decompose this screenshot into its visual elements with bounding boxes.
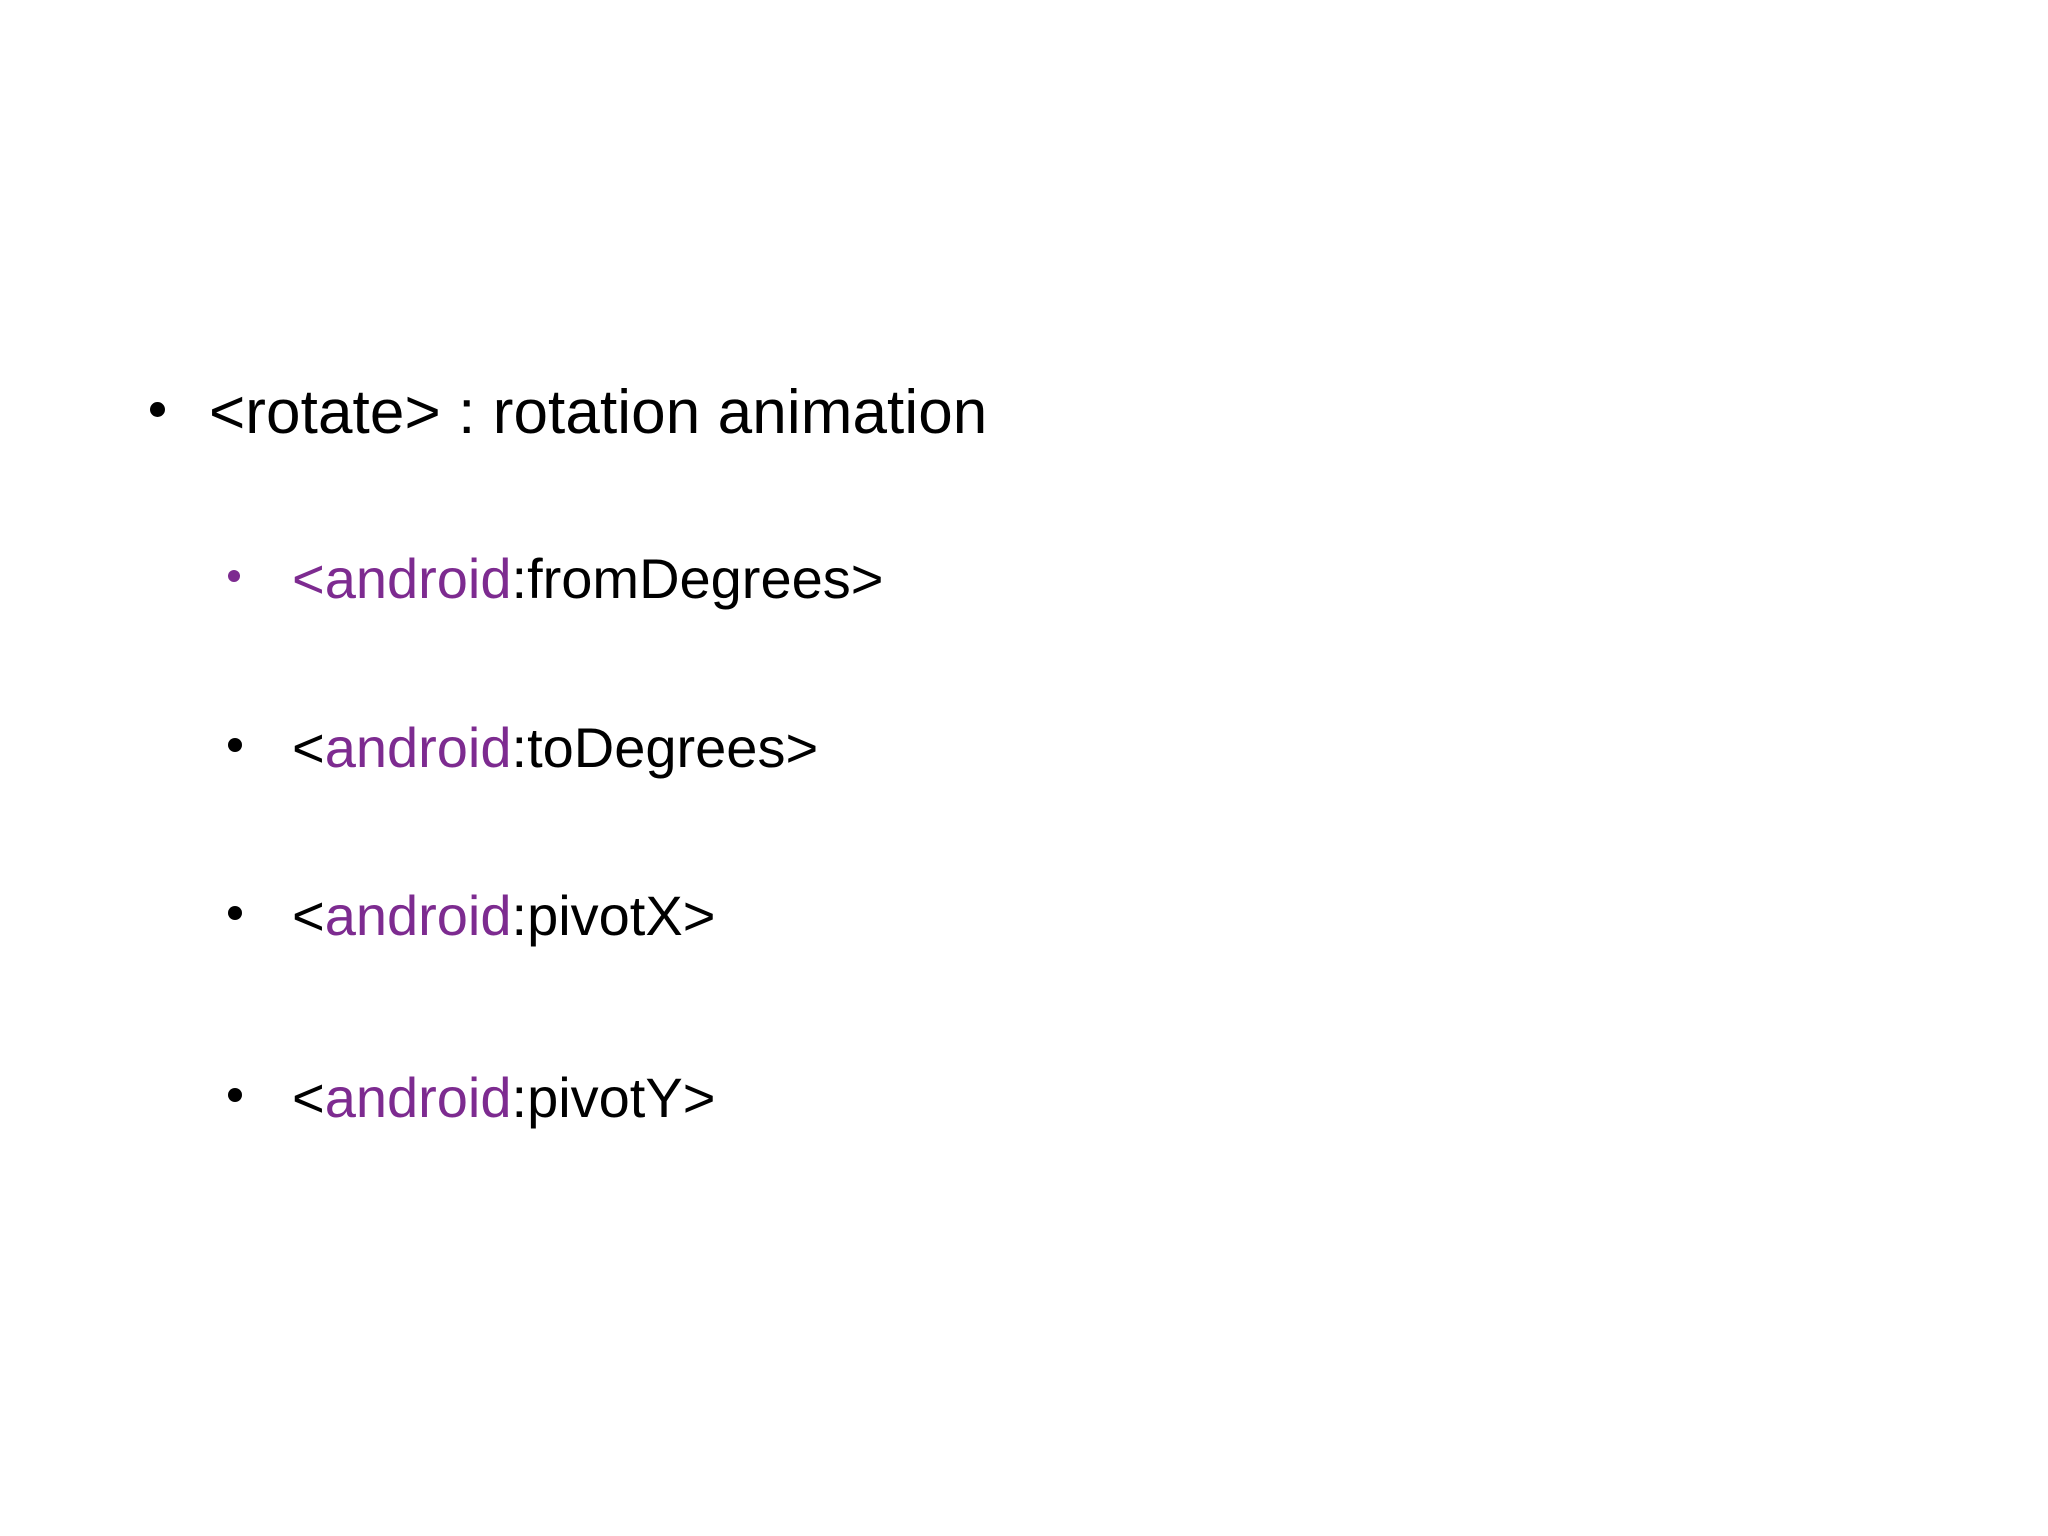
bullet-text-rotate: <rotate> : rotation animation bbox=[209, 382, 987, 444]
bullet-marker-level2 bbox=[228, 906, 242, 920]
bullet-text-pivot-y: <android:pivotY> bbox=[292, 1070, 715, 1126]
bullet-segment-accent: android bbox=[324, 716, 512, 779]
bullet-segment-text: :pivotY> bbox=[511, 1066, 716, 1129]
bullet-item-pivot-y[interactable]: <android:pivotY> bbox=[228, 1070, 715, 1126]
bullet-segment-text: :fromDegrees> bbox=[511, 547, 884, 610]
bullet-text-to-degrees: <android:toDegrees> bbox=[292, 720, 818, 776]
bullet-segment-accent: android bbox=[324, 1066, 512, 1129]
bullet-segment-open-angle: < bbox=[292, 716, 325, 779]
bullet-segment-open-angle: < bbox=[292, 884, 325, 947]
bullet-text-from-degrees: <android:fromDegrees> bbox=[292, 551, 883, 607]
bullet-item-from-degrees[interactable]: <android:fromDegrees> bbox=[228, 551, 883, 607]
bullet-text-pivot-x: <android:pivotX> bbox=[292, 888, 715, 944]
bullet-segment-accent: <android bbox=[292, 547, 512, 610]
bullet-item-rotate[interactable]: <rotate> : rotation animation bbox=[150, 382, 987, 444]
bullet-segment-text: :toDegrees> bbox=[511, 716, 819, 779]
bullet-segment-text: :pivotX> bbox=[511, 884, 716, 947]
bullet-marker-level2 bbox=[228, 1088, 242, 1102]
bullet-segment-accent: android bbox=[324, 884, 512, 947]
bullet-item-pivot-x[interactable]: <android:pivotX> bbox=[228, 888, 715, 944]
bullet-marker-level1 bbox=[150, 402, 165, 417]
bullet-segment-text: <rotate> : rotation animation bbox=[209, 378, 988, 447]
bullet-marker-level2 bbox=[228, 738, 242, 752]
bullet-item-to-degrees[interactable]: <android:toDegrees> bbox=[228, 720, 818, 776]
bullet-marker-level2-accent bbox=[228, 570, 240, 582]
bullet-segment-open-angle: < bbox=[292, 1066, 325, 1129]
